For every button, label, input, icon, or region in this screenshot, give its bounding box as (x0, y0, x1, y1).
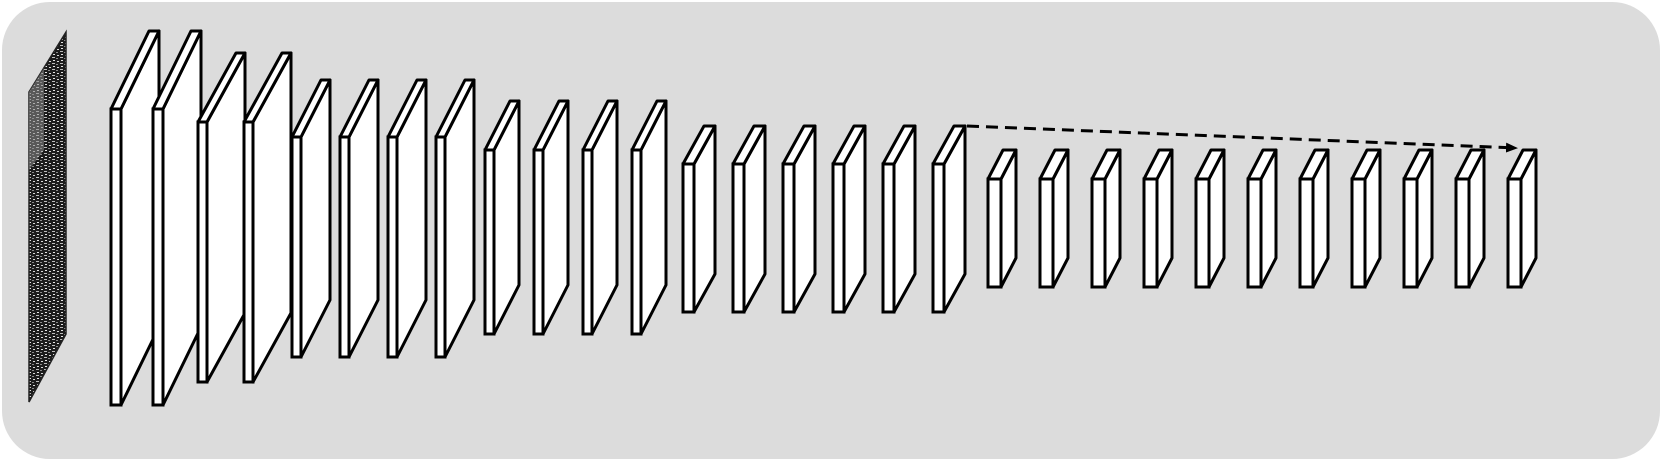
layer-stage-5-3 (783, 126, 815, 312)
layer-stage-5-2 (733, 126, 765, 312)
layer-stage-6-4 (1144, 150, 1172, 287)
layer-stage-6-11 (1508, 150, 1536, 287)
layer-front-face (683, 164, 694, 312)
layer-front-face (1404, 179, 1417, 287)
layer-front-face (1300, 179, 1313, 287)
layer-front-face (883, 164, 894, 312)
layer-stage-6-10 (1456, 150, 1484, 287)
layer-front-face (1196, 179, 1209, 287)
layer-stage-6-2 (1040, 150, 1068, 287)
layer-stage-6-7 (1300, 150, 1328, 287)
layer-stage-5-6 (933, 126, 965, 312)
layer-front-face (783, 164, 794, 312)
layer-stage-6-9 (1404, 150, 1432, 287)
layer-stage-6-3 (1092, 150, 1120, 287)
layer-front-face (632, 150, 641, 334)
layer-stage-6-1 (988, 150, 1016, 287)
layer-stage-5-4 (833, 126, 865, 312)
layer-front-face (534, 150, 543, 334)
layer-front-face (1040, 179, 1053, 287)
layer-front-face (111, 109, 121, 405)
layer-front-face (436, 137, 445, 357)
layer-stage-5-1 (683, 126, 715, 312)
layer-front-face (198, 122, 207, 382)
layer-front-face (833, 164, 844, 312)
layer-front-face (933, 164, 944, 312)
layer-front-face (1144, 179, 1157, 287)
layer-front-face (733, 164, 744, 312)
layer-front-face (988, 179, 1001, 287)
layer-stage-6-8 (1352, 150, 1380, 287)
layer-front-face (244, 122, 253, 382)
layer-front-face (388, 137, 397, 357)
layer-front-face (583, 150, 592, 334)
layer-front-face (1456, 179, 1469, 287)
layer-front-face (153, 109, 163, 405)
layer-front-face (1352, 179, 1365, 287)
layer-front-face (485, 150, 494, 334)
layer-stage-5-5 (883, 126, 915, 312)
layer-front-face (340, 137, 349, 357)
layer-front-face (1248, 179, 1261, 287)
layer-front-face (1092, 179, 1105, 287)
layer-stage-6-6 (1248, 150, 1276, 287)
layer-front-face (1508, 179, 1521, 287)
layer-front-face (292, 137, 301, 357)
layer-stage-6-5 (1196, 150, 1224, 287)
